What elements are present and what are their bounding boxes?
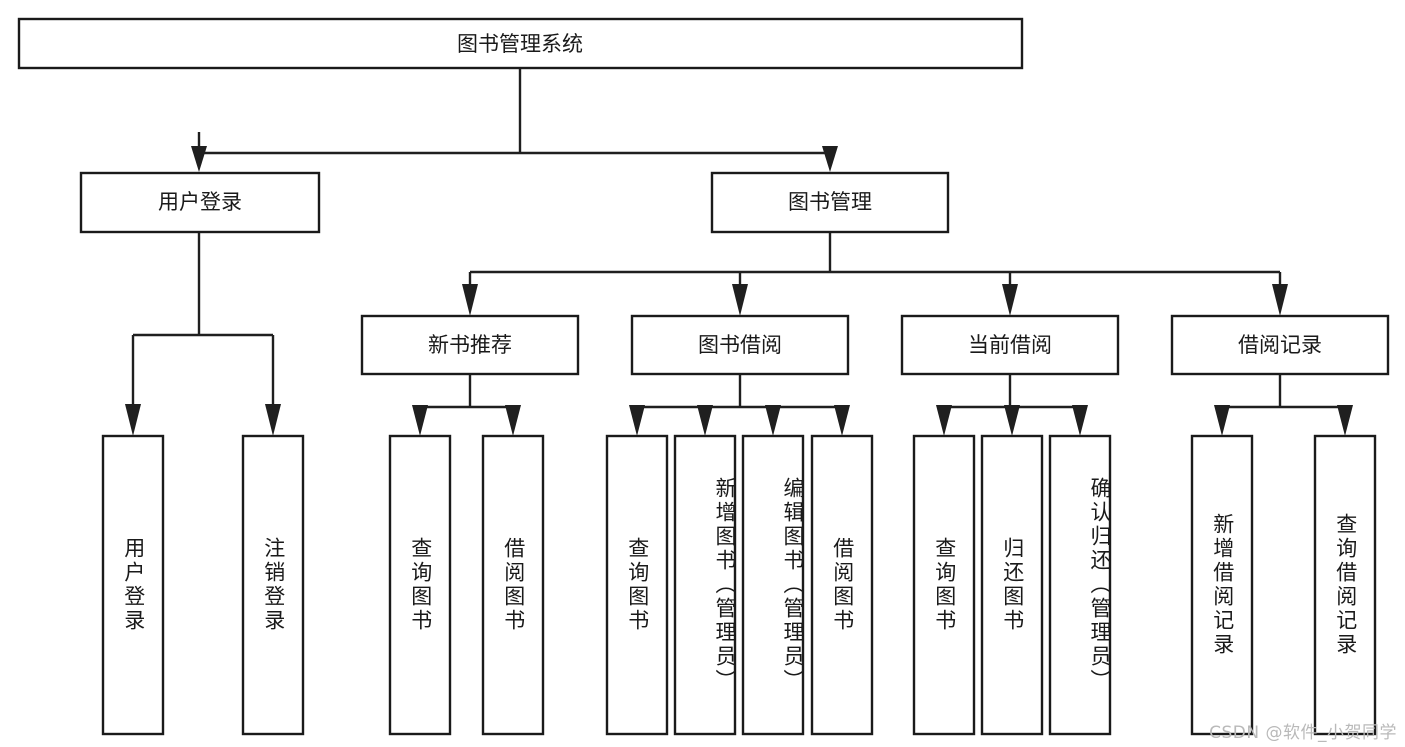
arrowhead-book-management: [822, 146, 838, 172]
node-book-management-box[interactable]: [710, 171, 950, 234]
nodes-layer: 图书管理系统 用户登录 图书管理 新书推荐 图书借阅 当前借阅 借阅记录: [17, 17, 1390, 736]
arrowhead-current-leaf-3: [1072, 405, 1088, 436]
node-current-borrow-label: 当前借阅: [968, 333, 1052, 357]
arrowhead-recommend-leaf-2: [505, 405, 521, 436]
node-book-borrow-box[interactable]: [630, 314, 850, 376]
csdn-watermark: CSDN @软件_小贺同学: [1209, 723, 1397, 743]
node-user-login-label: 用户登录: [158, 190, 242, 214]
node-new-book-recommend-box[interactable]: [360, 314, 580, 376]
connectors-layer: [125, 68, 1353, 436]
node-root-label: 图书管理系统: [457, 32, 583, 56]
arrowhead-borrow-leaf-1: [629, 405, 645, 436]
arrowhead-record-leaf-1: [1214, 405, 1230, 436]
arrowhead-book-borrow: [732, 284, 748, 316]
arrowhead-user-login: [191, 146, 207, 172]
leaf-box-borrow-query-book[interactable]: [605, 434, 669, 736]
leaf-box-record-query[interactable]: [1313, 434, 1377, 736]
arrowhead-borrow-leaf-4: [834, 405, 850, 436]
arrowhead-current-borrow: [1002, 284, 1018, 316]
leaf-box-logout[interactable]: [241, 434, 305, 736]
arrowhead-borrow-record: [1272, 284, 1288, 316]
arrowhead-leaf-logout: [265, 404, 281, 436]
leaf-box-current-return-book[interactable]: [980, 434, 1044, 736]
node-user-login-box[interactable]: [79, 171, 321, 234]
arrowhead-borrow-leaf-3: [765, 405, 781, 436]
arrowhead-current-leaf-1: [936, 405, 952, 436]
node-new-book-recommend-label: 新书推荐: [428, 333, 512, 357]
arrowhead-new-book-recommend: [462, 284, 478, 316]
leaf-box-borrow-add-book[interactable]: [673, 434, 737, 736]
leaf-box-current-confirm-return[interactable]: [1048, 434, 1112, 736]
leaf-box-recommend-borrow-book[interactable]: [481, 434, 545, 736]
node-book-management-label: 图书管理: [788, 190, 872, 214]
node-borrow-record-box[interactable]: [1170, 314, 1390, 376]
node-borrow-record-label: 借阅记录: [1238, 333, 1322, 357]
leaf-box-recommend-query-book[interactable]: [388, 434, 452, 736]
leaf-box-record-add[interactable]: [1190, 434, 1254, 736]
node-book-borrow-label: 图书借阅: [698, 333, 782, 357]
leaf-box-borrow-edit-book[interactable]: [741, 434, 805, 736]
arrowhead-record-leaf-2: [1337, 405, 1353, 436]
arrowhead-borrow-leaf-2: [697, 405, 713, 436]
node-current-borrow-box[interactable]: [900, 314, 1120, 376]
arrowhead-recommend-leaf-1: [412, 405, 428, 436]
arrowhead-leaf-user-login: [125, 404, 141, 436]
leaf-box-current-query-book[interactable]: [912, 434, 976, 736]
leaf-box-borrow-borrow-book[interactable]: [810, 434, 874, 736]
leaf-box-user-login[interactable]: [101, 434, 165, 736]
node-root-box[interactable]: [17, 17, 1024, 70]
arrowhead-current-leaf-2: [1004, 405, 1020, 436]
